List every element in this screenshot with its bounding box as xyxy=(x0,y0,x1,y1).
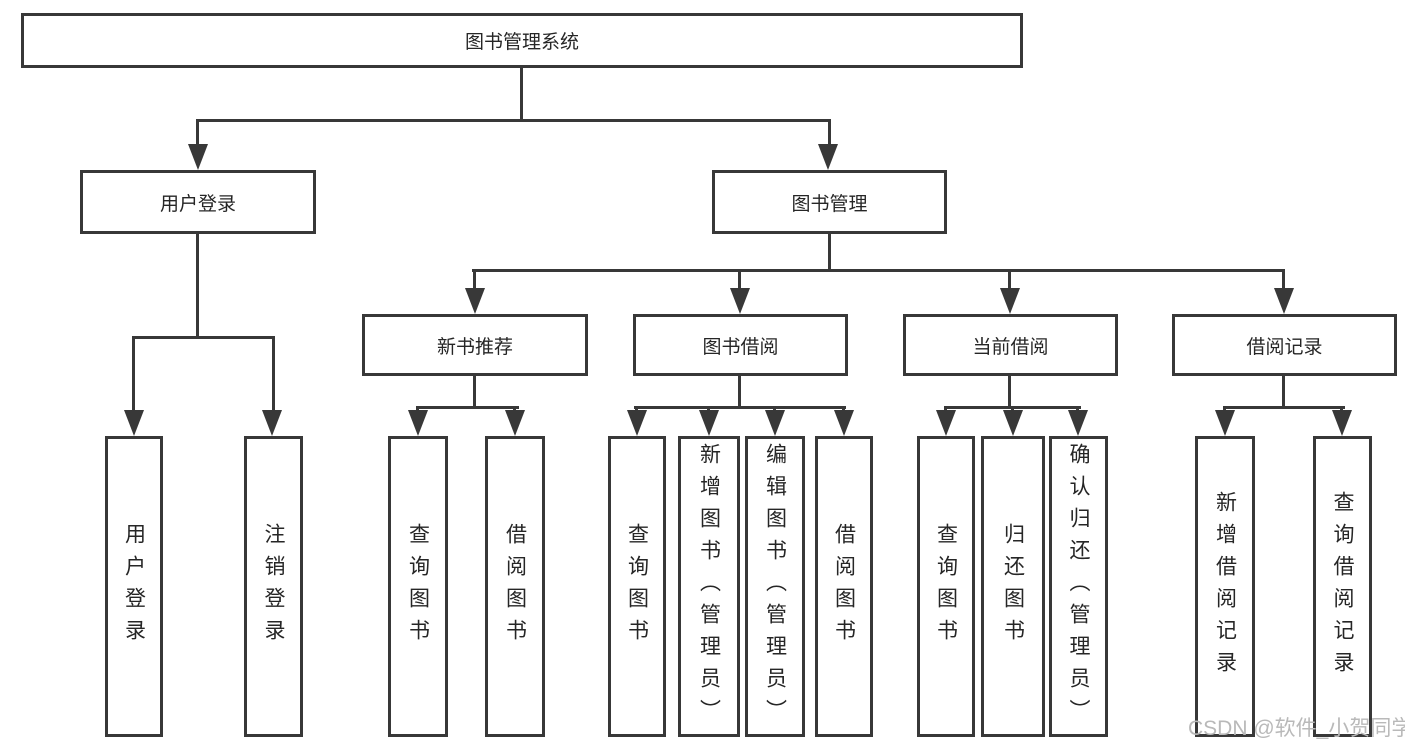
arrowhead-confirm-return xyxy=(1068,410,1088,436)
arrowhead-book-management xyxy=(818,144,838,170)
connector-stem-add-borrow-record xyxy=(1223,406,1226,412)
arrowhead-add-book xyxy=(699,410,719,436)
branch-user-login-label: 用户登录 xyxy=(159,193,236,215)
connector-level2-rail xyxy=(196,119,831,122)
connector-stem-query-books-current xyxy=(944,406,947,412)
connector-stem-leaf-user-login xyxy=(132,336,135,411)
branch-book-management: 图书管理 xyxy=(712,170,947,234)
leaf-add-book-admin: 新增图书（管理员） xyxy=(678,436,740,737)
arrowhead-edit-book xyxy=(765,410,785,436)
connector-borrow-records-rail xyxy=(1223,406,1345,409)
connector-stem-edit-book xyxy=(773,406,776,412)
arrowhead-query-books-borrow xyxy=(627,410,647,436)
connector-user-login-rail xyxy=(132,336,275,339)
leaf-query-books-borrow-label: 查询图书 xyxy=(625,522,649,651)
arrowhead-new-book xyxy=(465,288,485,314)
leaf-query-books-current: 查询图书 xyxy=(917,436,975,737)
arrowhead-borrow-books-recommend xyxy=(505,410,525,436)
connector-stem-book-management xyxy=(828,119,831,145)
branch-new-book-recommend-label: 新书推荐 xyxy=(436,336,513,358)
connector-user-login-trunk xyxy=(196,234,199,338)
leaf-user-login: 用户登录 xyxy=(105,436,163,737)
branch-book-management-label: 图书管理 xyxy=(791,193,868,215)
leaf-query-borrow-record: 查询借阅记录 xyxy=(1313,436,1372,737)
connector-stem-borrow-books-recommend xyxy=(513,406,516,412)
leaf-borrow-books-borrow: 借阅图书 xyxy=(815,436,873,737)
leaf-query-books-recommend-label: 查询图书 xyxy=(406,522,430,651)
leaf-borrow-books-recommend-label: 借阅图书 xyxy=(503,522,527,651)
arrowhead-query-books-recommend xyxy=(408,410,428,436)
branch-borrow-records-label: 借阅记录 xyxy=(1246,336,1323,358)
connector-book-borrow-trunk xyxy=(738,376,741,408)
connector-stem-borrow-records xyxy=(1282,269,1285,289)
connector-root-trunk xyxy=(520,68,523,120)
leaf-borrow-books-borrow-label: 借阅图书 xyxy=(832,522,856,651)
leaf-query-books-recommend: 查询图书 xyxy=(388,436,448,737)
root-box: 图书管理系统 xyxy=(21,13,1023,68)
connector-new-book-trunk xyxy=(473,376,476,408)
csdn-watermark: CSDN @软件_小贺同学 xyxy=(1188,717,1405,740)
arrowhead-query-borrow-record xyxy=(1332,410,1352,436)
leaf-edit-book-admin: 编辑图书（管理员） xyxy=(745,436,805,737)
arrowhead-leaf-user-login xyxy=(124,410,144,436)
leaf-add-book-admin-label: 新增图书（管理员） xyxy=(697,442,721,731)
root-box-label: 图书管理系统 xyxy=(464,32,579,53)
branch-borrow-records: 借阅记录 xyxy=(1172,314,1397,376)
leaf-user-login-label: 用户登录 xyxy=(122,522,146,651)
connector-stem-new-book xyxy=(473,269,476,289)
leaf-query-books-borrow: 查询图书 xyxy=(608,436,666,737)
branch-book-borrow-label: 图书借阅 xyxy=(702,336,779,358)
connector-stem-confirm-return xyxy=(1076,406,1079,412)
connector-current-borrow-trunk xyxy=(1008,376,1011,408)
arrowhead-borrow-books-borrow xyxy=(834,410,854,436)
branch-new-book-recommend: 新书推荐 xyxy=(362,314,588,376)
leaf-edit-book-admin-label: 编辑图书（管理员） xyxy=(763,442,787,731)
arrowhead-add-borrow-record xyxy=(1215,410,1235,436)
leaf-query-books-current-label: 查询图书 xyxy=(934,522,958,651)
leaf-add-borrow-record-label: 新增借阅记录 xyxy=(1213,490,1237,683)
connector-stem-query-borrow-record xyxy=(1340,406,1343,412)
branch-current-borrow-label: 当前借阅 xyxy=(972,336,1049,358)
connector-stem-leaf-logout xyxy=(272,336,275,411)
leaf-logout-label: 注销登录 xyxy=(262,522,285,651)
connector-stem-book-borrow xyxy=(738,269,741,289)
leaf-add-borrow-record: 新增借阅记录 xyxy=(1195,436,1255,737)
connector-stem-query-books-recommend xyxy=(416,406,419,412)
arrowhead-leaf-logout xyxy=(262,410,282,436)
branch-user-login: 用户登录 xyxy=(80,170,316,234)
connector-new-book-rail xyxy=(416,406,519,409)
connector-level3-rail xyxy=(472,269,1285,272)
connector-stem-query-books-borrow xyxy=(635,406,638,412)
connector-stem-current-borrow xyxy=(1008,269,1011,289)
connector-borrow-records-trunk xyxy=(1282,376,1285,408)
arrowhead-return-book xyxy=(1003,410,1023,436)
leaf-query-borrow-record-label: 查询借阅记录 xyxy=(1331,490,1354,683)
branch-current-borrow: 当前借阅 xyxy=(903,314,1118,376)
leaf-return-book-label: 归还图书 xyxy=(1001,522,1025,651)
leaf-confirm-return-admin-label: 确认归还（管理员） xyxy=(1067,442,1090,731)
branch-book-borrow: 图书借阅 xyxy=(633,314,848,376)
arrowhead-book-borrow xyxy=(730,288,750,314)
connector-stem-add-book xyxy=(707,406,710,412)
connector-book-management-trunk xyxy=(828,234,831,272)
connector-book-borrow-rail xyxy=(634,406,846,409)
arrowhead-query-books-current xyxy=(936,410,956,436)
connector-stem-user-login xyxy=(196,119,199,145)
leaf-return-book: 归还图书 xyxy=(981,436,1045,737)
arrowhead-borrow-records xyxy=(1274,288,1294,314)
connector-stem-return-book xyxy=(1011,406,1014,412)
leaf-confirm-return-admin: 确认归还（管理员） xyxy=(1049,436,1108,737)
connector-stem-borrow-books-borrow xyxy=(842,406,845,412)
leaf-borrow-books-recommend: 借阅图书 xyxy=(485,436,545,737)
arrowhead-current-borrow xyxy=(1000,288,1020,314)
arrowhead-user-login xyxy=(188,144,208,170)
leaf-logout: 注销登录 xyxy=(244,436,303,737)
